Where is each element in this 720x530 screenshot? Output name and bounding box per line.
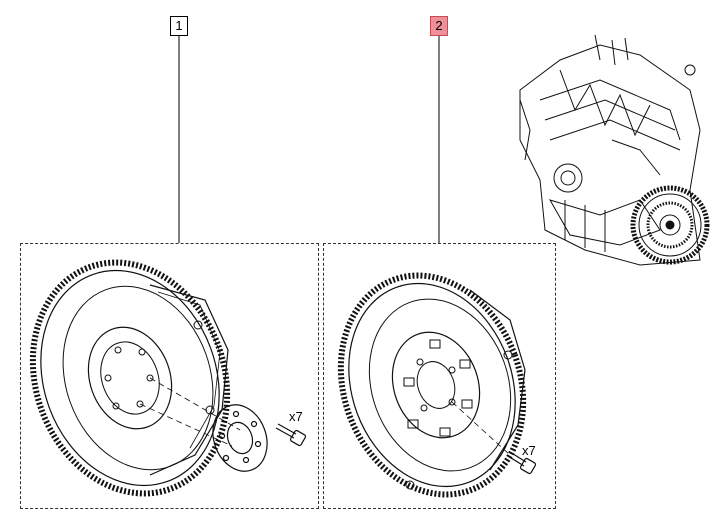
engine-block-icon	[519, 34, 710, 266]
callout-2[interactable]: 2	[430, 16, 448, 36]
bolt-1	[275, 423, 307, 447]
flywheel-2	[337, 272, 527, 498]
callout-1[interactable]: 1	[170, 16, 188, 36]
bolt-quantity-1: x7	[289, 409, 303, 424]
reinforcement-plate	[212, 404, 268, 472]
bolt-quantity-2: x7	[522, 443, 536, 458]
part-panel-1	[20, 243, 319, 509]
part-panel-2	[323, 243, 556, 509]
flywheel-1	[29, 259, 241, 497]
bolt-2	[507, 451, 537, 475]
